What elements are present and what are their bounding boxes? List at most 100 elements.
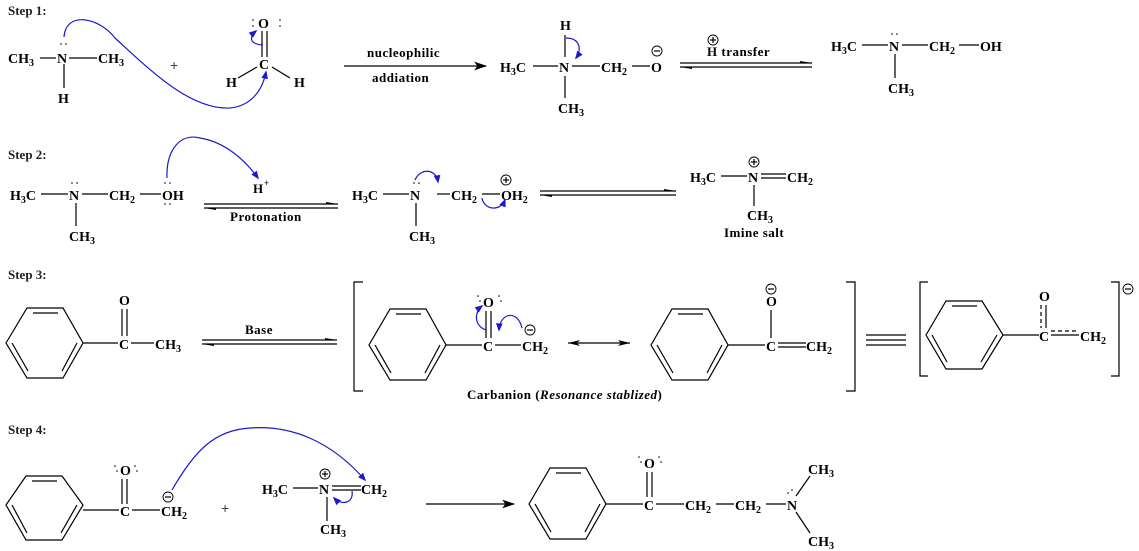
lone-pair-dot — [500, 300, 502, 302]
lone-pair-dot — [116, 470, 118, 472]
atom-c: C — [120, 505, 130, 520]
atom-oh: OH — [980, 40, 1002, 55]
atom-n: N — [787, 499, 797, 514]
negative-charge — [524, 324, 536, 336]
ring — [650, 308, 729, 381]
half-head — [680, 67, 692, 69]
atom-c: C — [644, 499, 654, 514]
atom-ch2: CH2 — [451, 189, 477, 206]
atom-n: N — [57, 52, 67, 67]
lone-pair-dot — [164, 203, 166, 205]
lone-pair-dot — [660, 461, 662, 463]
proton-charge: + — [264, 178, 270, 188]
electron-arrow-carbanion-to-imine — [171, 427, 367, 491]
atom-ch2: CH2 — [806, 340, 832, 357]
bracket-left-hybrid — [919, 281, 928, 377]
lone-pair-dot — [164, 182, 166, 184]
atom-ch3-left: CH3 — [8, 52, 34, 69]
arrow-label-h-transfer: H transfer — [707, 44, 770, 59]
lone-pair-dot — [413, 182, 415, 184]
atom-ch3-top: CH3 — [808, 463, 834, 480]
lone-pair-dot — [787, 492, 789, 494]
ring-double-bond — [534, 503, 552, 533]
equilibrium-arrow — [204, 202, 338, 210]
atom-ch3: CH3 — [747, 209, 773, 226]
atom-ch3-right: CH3 — [98, 52, 124, 69]
lone-pair-dot — [279, 19, 281, 21]
electron-arrow-carbanion-to-c — [496, 314, 523, 332]
atom-o: O — [483, 296, 494, 311]
atom-ch2: CH2 — [735, 499, 761, 516]
step-1: Step 1: CH3 N CH3 H + O C H H — [8, 3, 1002, 119]
half-head — [204, 208, 216, 210]
atom-h3c: H3C — [262, 483, 288, 500]
electron-arrow-pi-to-o — [474, 304, 487, 331]
negative-charge — [765, 283, 777, 295]
ring — [368, 308, 447, 381]
ring-double-bond — [61, 342, 78, 372]
atom-h3c: H3C — [10, 189, 36, 206]
lone-pair-dot — [71, 182, 73, 184]
mannich-base-product: O C CH2 CH2 N CH3 CH3 — [528, 456, 834, 551]
atom-c: C — [766, 340, 776, 355]
half-head — [540, 195, 552, 197]
ring-double-bond — [584, 503, 601, 533]
lone-pair-dot — [279, 25, 281, 27]
atom-ch3-bottom: CH3 — [808, 535, 834, 551]
atom-h-right: H — [294, 76, 305, 91]
atom-h3c: H3C — [831, 40, 857, 57]
electron-arrow-n-to-c — [414, 170, 441, 184]
atom-n: N — [319, 483, 329, 498]
atom-n: N — [69, 189, 79, 204]
lone-pair-dot — [891, 33, 893, 35]
imine-salt: H3C N CH2 CH3 Imine salt — [690, 156, 813, 240]
equivalence-sign — [866, 334, 906, 346]
lone-pair-dot — [169, 203, 171, 205]
atom-oh2: OH2 — [501, 189, 528, 206]
arrow-label-nucleophilic: nucleophilic — [367, 45, 440, 60]
atom-c: C — [119, 338, 129, 353]
resonance-arrow — [568, 340, 630, 346]
lone-pair-dot — [477, 295, 479, 297]
atom-ch2: CH2 — [361, 483, 387, 500]
ring-double-bond — [374, 344, 392, 374]
lone-pair-dot — [498, 295, 500, 297]
atom-ch2: CH2 — [685, 499, 711, 516]
imine-salt-electrophile: H3C N CH2 CH3 — [262, 468, 387, 540]
atom-ch3: CH3 — [409, 230, 435, 247]
caption-italic: Resonance stablized — [539, 387, 657, 402]
electron-arrow-o-to-h — [166, 136, 259, 180]
negative-charge — [651, 45, 663, 57]
ring-double-bond — [60, 504, 78, 534]
half-head — [202, 344, 214, 346]
lone-pair-dot — [896, 33, 898, 35]
bond — [795, 511, 811, 534]
step-4: Step 4: O C CH2 + H3C N — [5, 422, 834, 551]
atom-ch2: CH2 — [161, 505, 187, 522]
atom-o: O — [766, 295, 777, 310]
acetophenone: O C CH3 — [5, 294, 181, 379]
atom-n: N — [889, 40, 899, 55]
atom-h: H — [560, 19, 571, 34]
ring-double-bond — [11, 342, 29, 372]
equilibrium-arrow — [680, 61, 812, 69]
ring-double-bond — [706, 344, 723, 374]
lone-pair-dot — [791, 489, 793, 491]
atom-n: N — [559, 61, 569, 76]
atom-ch3: CH3 — [888, 82, 914, 99]
atom-o: O — [651, 61, 662, 76]
enolate-oxyanion-form: O C CH2 — [650, 283, 832, 381]
atom-h3c: H3C — [690, 171, 716, 188]
atom-o: O — [119, 294, 130, 309]
step-2-label: Step 2: — [8, 147, 47, 162]
ring-double-bond — [424, 344, 441, 374]
bracket-right — [846, 281, 856, 392]
equilibrium-arrow — [540, 189, 676, 197]
imine-salt-caption: Imine salt — [724, 225, 784, 240]
oxonium-intermediate: H3C N CH2 OH2 CH3 — [352, 170, 528, 247]
amino-alcohol: H3C N CH2 OH CH3 — [10, 182, 184, 247]
atom-c: C — [259, 58, 269, 73]
equilibrium-arrow — [202, 338, 337, 346]
ring-double-bond — [11, 504, 28, 534]
electron-arrow-nh — [565, 37, 583, 60]
